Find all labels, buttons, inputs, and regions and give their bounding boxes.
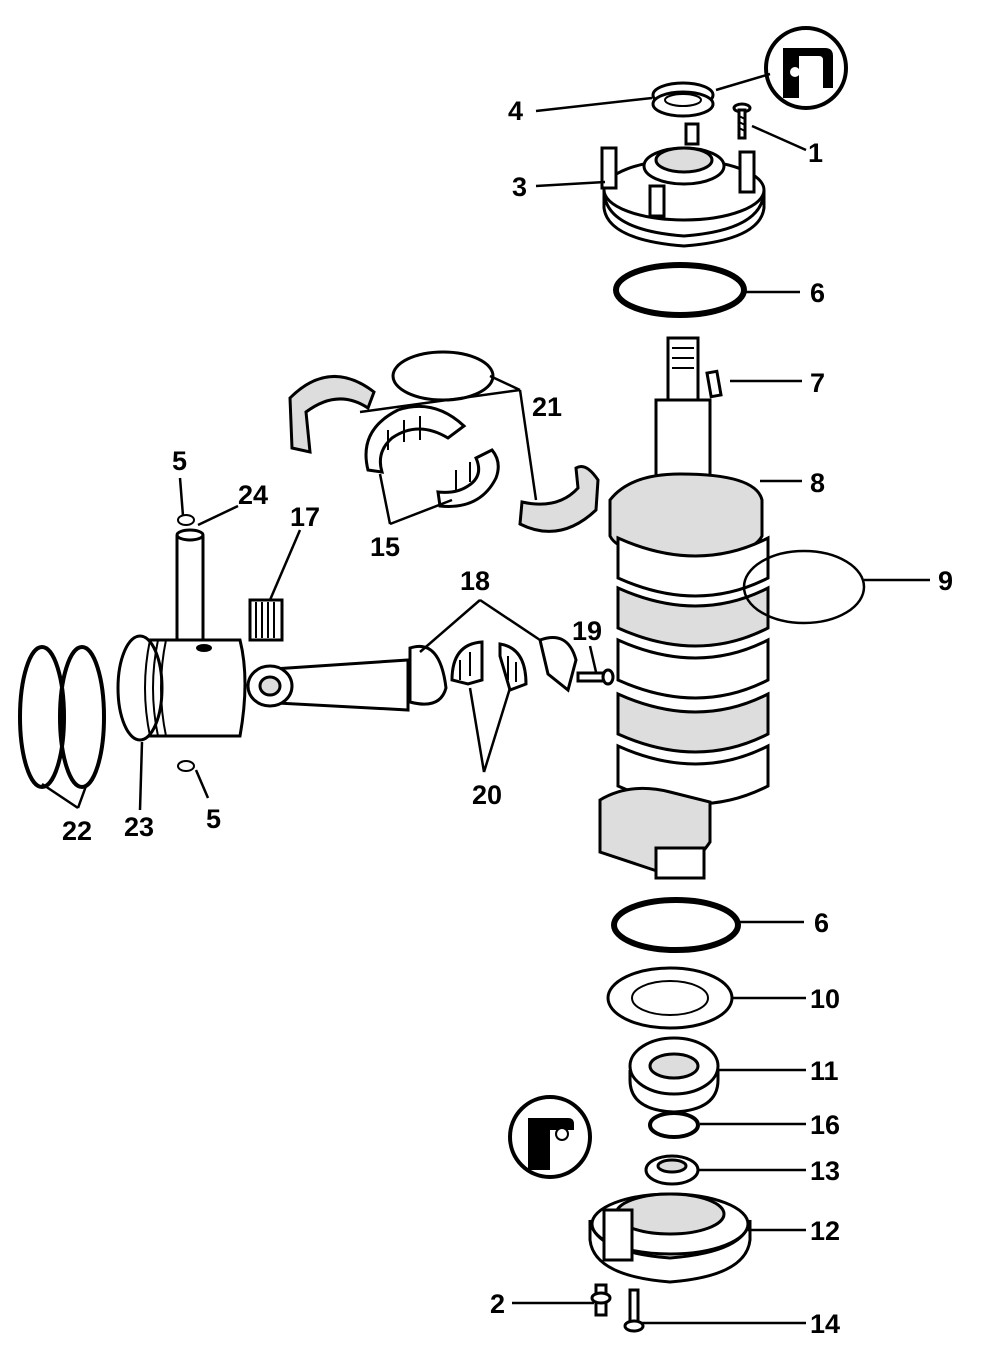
callout-10: 10: [810, 984, 840, 1014]
o-ring-part-6-top: [613, 262, 747, 318]
callout-22: 22: [62, 816, 92, 846]
callout-8: 8: [810, 468, 825, 498]
callout-23: 23: [124, 812, 154, 842]
upper-bearing-housing-part-3: [600, 122, 766, 248]
piston-rings-part-22: [18, 645, 106, 789]
o-ring-part-6-bottom: [611, 897, 741, 953]
callout-6-bottom: 6: [814, 908, 829, 938]
callout-9: 9: [938, 566, 953, 596]
callout-7: 7: [810, 368, 825, 398]
callout-labels: 1 2 3 4 5 5 6 6 7 8 9 10 11 12 13 14 15 …: [62, 96, 953, 1339]
piston-part-23: [116, 634, 247, 772]
callout-19: 19: [572, 616, 602, 646]
plate-part-10: [606, 966, 734, 1030]
roller-cage-part-15: [364, 404, 500, 508]
callout-15: 15: [370, 532, 400, 562]
callout-16: 16: [810, 1110, 840, 1140]
ball-bearing-part-11: [628, 1036, 720, 1114]
lower-housing-part-12: [588, 1192, 752, 1284]
callout-6-top: 6: [810, 278, 825, 308]
callout-21: 21: [532, 392, 562, 422]
callout-14: 14: [810, 1309, 840, 1339]
connecting-rod-part-18: [246, 636, 578, 712]
callout-1: 1: [808, 138, 823, 168]
retaining-ring-part-16: [648, 1111, 700, 1139]
bearing-cage-part-20: [450, 640, 528, 692]
callout-11: 11: [810, 1056, 839, 1086]
callout-18: 18: [460, 566, 490, 596]
callout-13: 13: [810, 1156, 840, 1186]
ring-part-9: [742, 549, 866, 625]
screw-part-2: [590, 1283, 612, 1317]
screw-part-14: [623, 1288, 645, 1333]
callout-2: 2: [490, 1289, 505, 1319]
crankshaft-part-8: [598, 336, 770, 880]
callout-17: 17: [290, 502, 320, 532]
piston-pin-part-24: [175, 514, 205, 645]
callout-24: 24: [238, 480, 268, 510]
seal-part-13: [644, 1154, 700, 1186]
callout-20: 20: [472, 780, 502, 810]
callout-4: 4: [508, 96, 523, 126]
screw-part-1: [732, 102, 752, 140]
seal-part-4: [651, 81, 715, 118]
callout-3: 3: [512, 172, 527, 202]
callout-12: 12: [810, 1216, 840, 1246]
seal-detail-inset-top: [764, 26, 848, 110]
seal-detail-inset-bottom: [508, 1095, 592, 1179]
leader-lines: [41, 72, 930, 1325]
bearing-race-set-part-21: [288, 350, 600, 533]
needle-bearing-part-17: [248, 598, 284, 642]
rod-screw-part-19: [576, 668, 615, 686]
key-part-7: [705, 369, 723, 399]
callout-5-bottom: 5: [206, 804, 221, 834]
callout-5-top: 5: [172, 446, 187, 476]
